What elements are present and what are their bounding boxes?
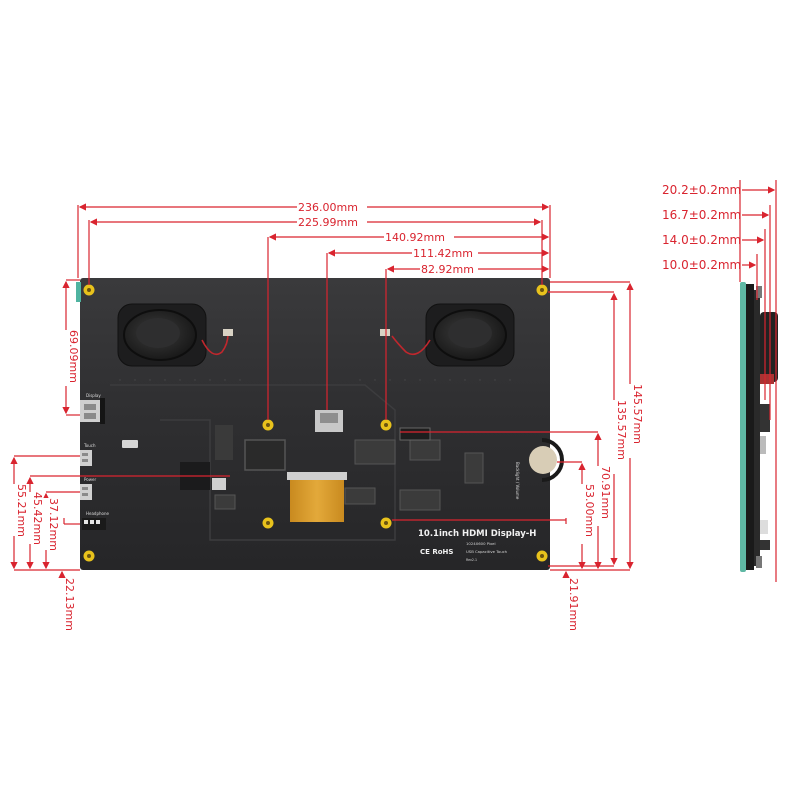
side-view [740,282,778,572]
mount-hole-icon [262,517,274,529]
dim-label-69: 69.09mm [67,330,80,383]
mount-hole-icon [536,550,548,562]
right-dimensions [392,281,638,578]
mount-hole-icon [380,517,392,529]
silk-backlight-label: Backlight / Volume [515,462,520,500]
dim-label-53: 53.00mm [583,484,596,537]
dim-label-37: 37.12mm [47,498,60,551]
top-dimensions [77,199,551,420]
side-dim-label-14: 14.0±0.2mm [662,233,741,247]
speaker-right [380,303,515,367]
mount-hole-icon [262,419,274,431]
backlight-volume-knob [529,438,564,482]
dim-label-21: 21.91mm [567,578,580,631]
silk-power-label: Power [84,477,96,482]
side-dimensions [739,180,777,582]
silk-display-label: Display [86,393,101,398]
mount-hole-icon [83,284,95,296]
dim-label-111: 111.42mm [413,247,473,260]
port-power-usb [80,484,92,500]
panel-edge [76,282,81,302]
resolution-label: 1024X600 Pixel [466,541,496,546]
dim-label-145: 145.57mm [631,384,644,444]
cert-label: CE RoHS [420,548,453,556]
fpc-ribbon-cable [290,480,344,522]
side-dim-label-20: 20.2±0.2mm [662,183,741,197]
mount-hole-icon [83,550,95,562]
mount-holes [83,284,548,562]
dim-label-70: 70.91mm [599,466,612,519]
silk-touch-label: Touch [83,443,96,448]
dim-label-45: 45.42mm [31,492,44,545]
speaker-left [117,303,233,367]
fpc-connector [287,472,347,480]
dim-label-140: 140.92mm [385,231,445,244]
dim-label-82: 82.92mm [421,263,474,276]
backlight-connector [399,427,431,441]
dim-label-225: 225.99mm [298,216,358,229]
port-headphone [82,518,106,530]
button-switch [122,440,138,448]
port-display-hdmi [80,398,105,424]
dim-label-55: 55.21mm [15,484,28,537]
dim-label-135: 135.57mm [615,400,628,460]
side-dim-label-10: 10.0±0.2mm [662,258,741,272]
board-model-label: 10.1inch HDMI Display-H [418,529,536,539]
mount-hole-icon [380,419,392,431]
port-touch-usb [80,450,92,466]
dim-label-236: 236.00mm [298,201,358,214]
left-dimensions [6,279,230,578]
dim-label-22: 22.13mm [63,578,76,631]
touch-type-label: USB Capacitive Touch [466,549,508,554]
revision-label: Rev2.1 [466,558,477,562]
mount-hole-icon [536,284,548,296]
pcb-components [212,410,484,522]
side-dim-label-16: 16.7±0.2mm [662,208,741,222]
silk-headphone-label: Headphone [86,511,110,516]
